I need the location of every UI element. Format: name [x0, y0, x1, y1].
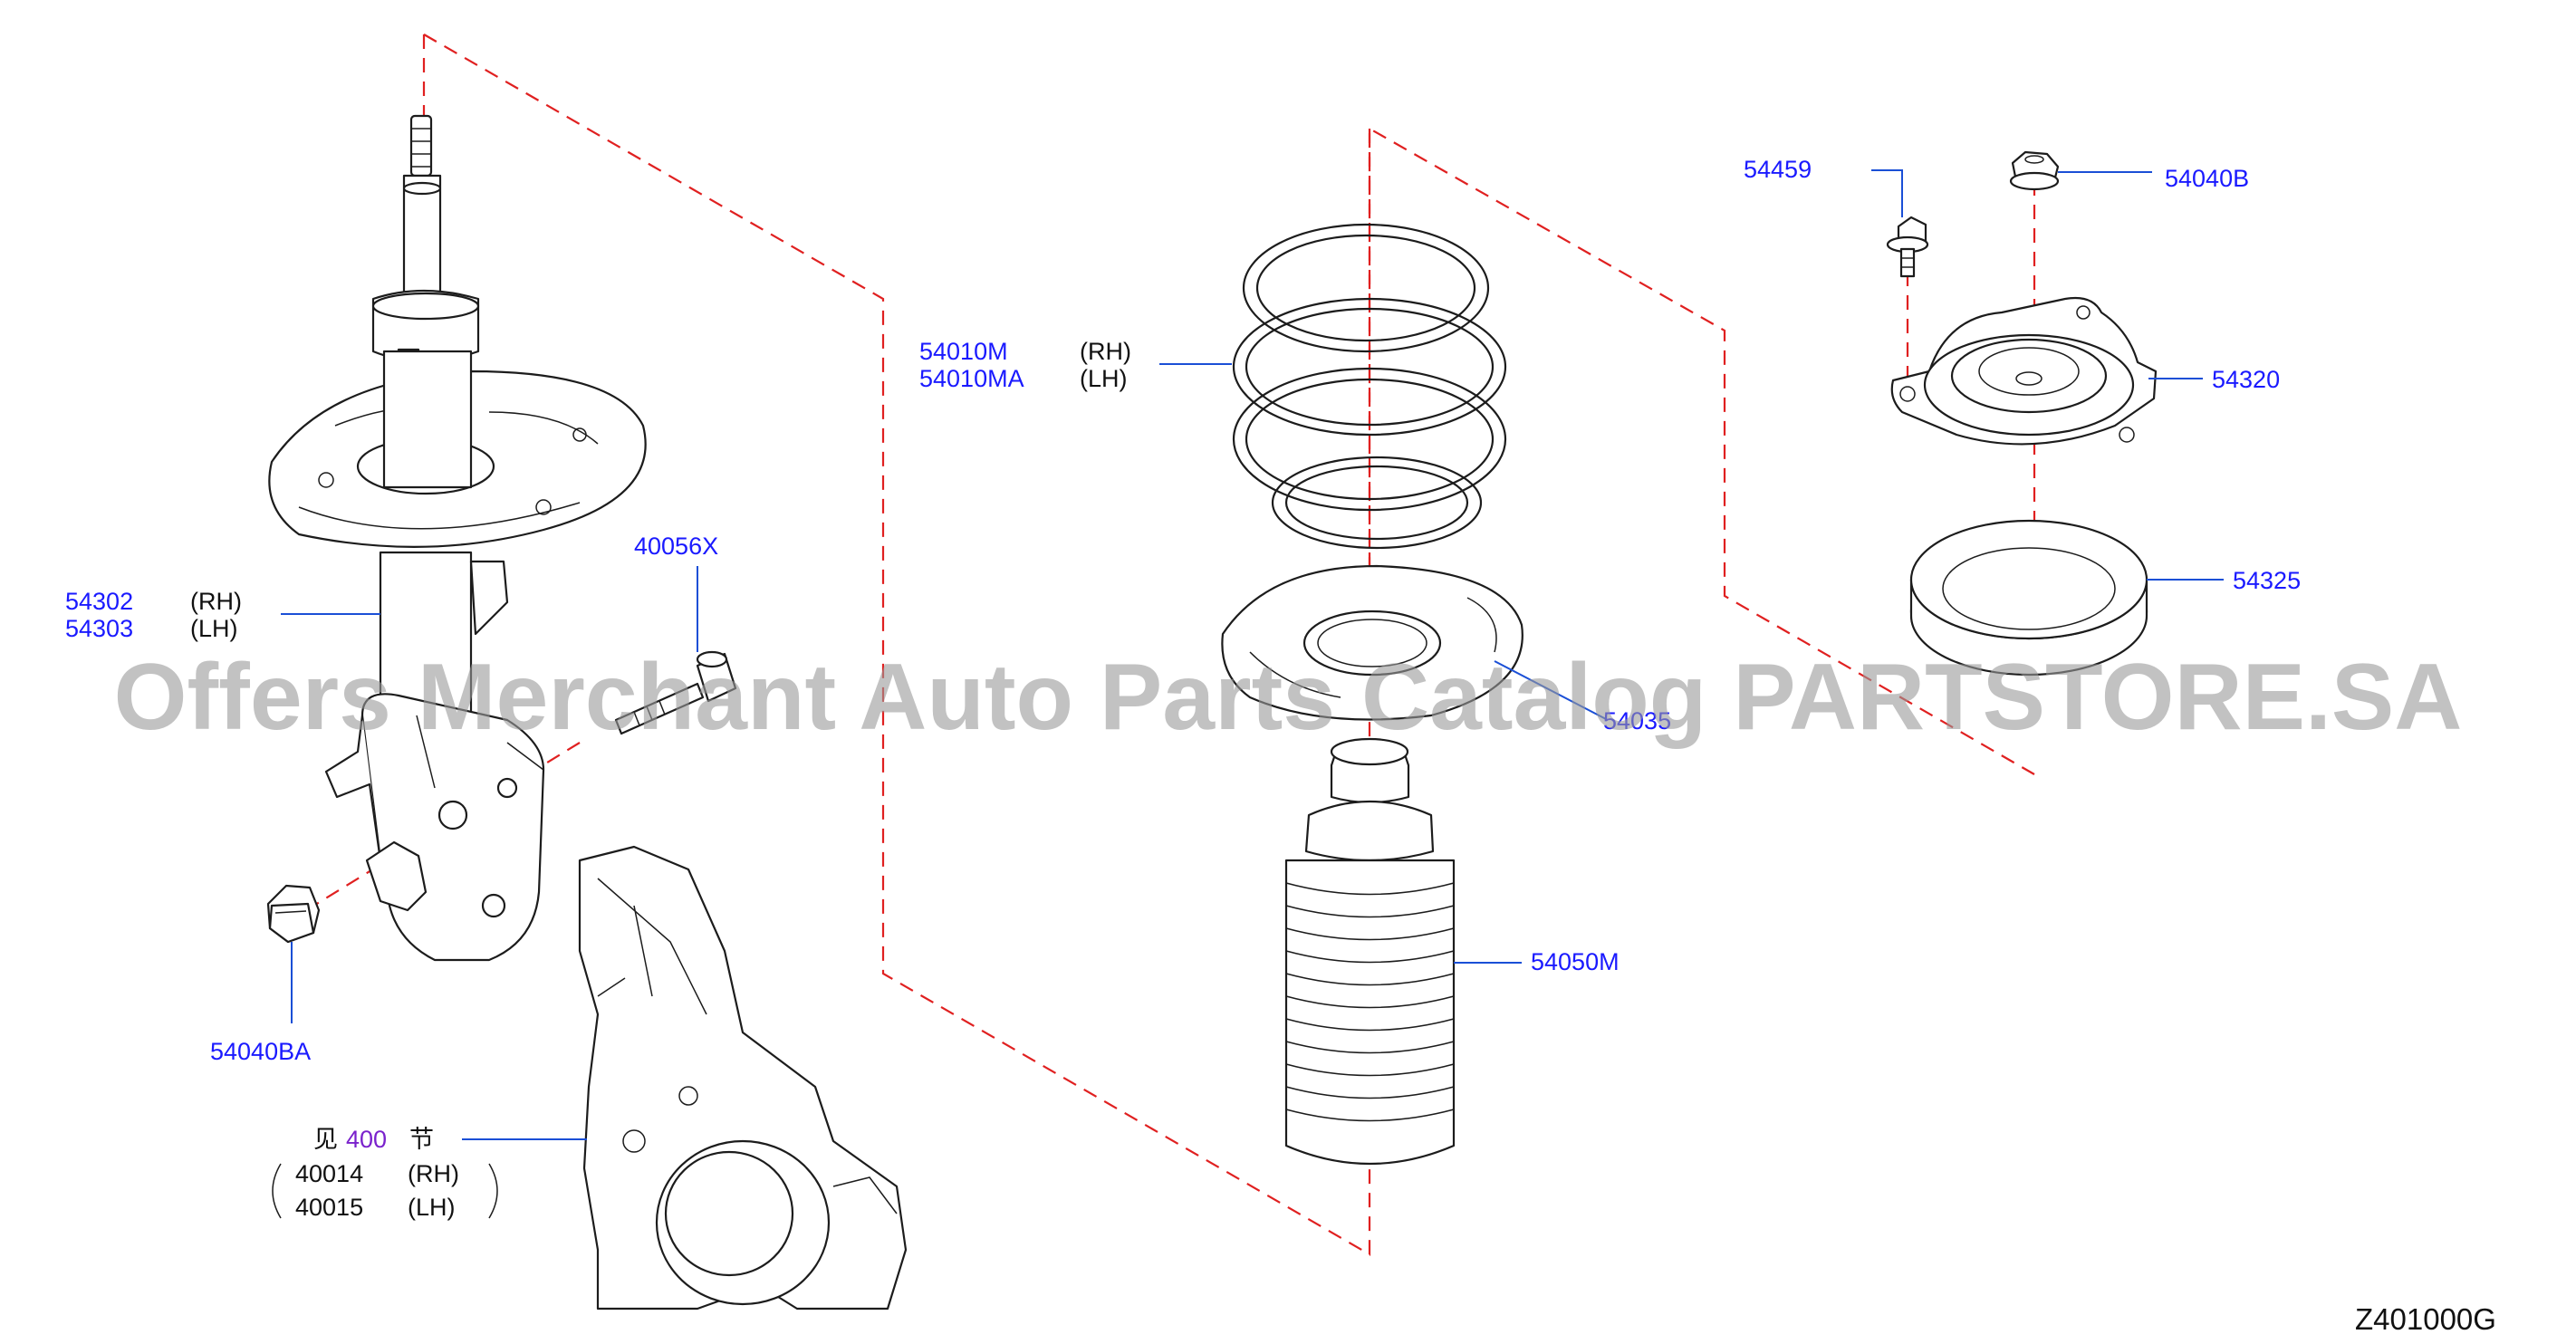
knuckle-section-link[interactable]: 400 — [346, 1126, 387, 1153]
bound-bumper-boot[interactable] — [1284, 737, 1456, 1166]
strut-side-rh: (RH) — [190, 588, 242, 615]
shock-absorber-strut[interactable] — [268, 114, 647, 962]
knuckle-label: 见 400 节 40014 40015 (RH) (LH) — [272, 1126, 498, 1221]
strut-mount-insulator[interactable] — [1890, 296, 2158, 446]
spring-side-lh: (LH) — [1080, 365, 1128, 392]
spring-side-rh: (RH) — [1080, 338, 1131, 365]
knuckle-bracket-right — [488, 1163, 498, 1219]
spring-part-lh[interactable]: 54010MA — [919, 365, 1024, 392]
spring-seat-part-label[interactable]: 54035 — [1603, 707, 1671, 734]
nut-lower-part-label[interactable]: 54040BA — [210, 1038, 311, 1065]
knuckle-see-suffix: 节 — [409, 1126, 434, 1153]
strut-label[interactable]: 54302 54303 (RH) (LH) — [65, 588, 242, 642]
spring-seat-rubber[interactable] — [1221, 564, 1523, 721]
strut-part-rh[interactable]: 54302 — [65, 588, 133, 615]
strut-mount-part-label[interactable]: 54320 — [2212, 366, 2280, 393]
spring-label[interactable]: 54010M 54010MA (RH) (LH) — [919, 338, 1131, 392]
knuckle-part-lh[interactable]: 40015 — [295, 1194, 363, 1221]
knuckle-side-rh: (RH) — [408, 1160, 459, 1187]
flange-nut-54040ba[interactable] — [266, 884, 321, 944]
strut-side-lh: (LH) — [190, 615, 238, 642]
bound-bumper-part-label[interactable]: 54050M — [1531, 948, 1620, 975]
knuckle-part-rh[interactable]: 40014 — [295, 1160, 363, 1187]
diagram-code: Z401000G — [2355, 1302, 2496, 1336]
bolt-part-label[interactable]: 40056X — [634, 533, 718, 560]
spring-part-rh[interactable]: 54010M — [919, 338, 1008, 365]
mount-bolt-part-label[interactable]: 54459 — [1744, 156, 1812, 183]
knuckle-see-prefix: 见 — [313, 1126, 338, 1153]
steering-knuckle[interactable] — [578, 845, 908, 1310]
knuckle-side-lh: (LH) — [408, 1194, 456, 1221]
bearing-part-label[interactable]: 54325 — [2233, 567, 2301, 594]
strut-part-lh[interactable]: 54303 — [65, 615, 133, 642]
coil-spring[interactable] — [1232, 223, 1507, 550]
mount-bolt-54459[interactable] — [1886, 216, 1929, 278]
leader-lines — [281, 169, 2224, 1140]
mount-nut-54040b[interactable] — [2009, 150, 2060, 191]
mounting-bolt-40056x[interactable] — [614, 650, 737, 735]
strut-bearing[interactable] — [1909, 519, 2148, 677]
knuckle-bracket-left — [272, 1163, 282, 1219]
mount-nut-part-label[interactable]: 54040B — [2165, 165, 2249, 192]
watermark: Offers Merchant Auto Parts Catalog PARTS… — [114, 645, 2463, 750]
